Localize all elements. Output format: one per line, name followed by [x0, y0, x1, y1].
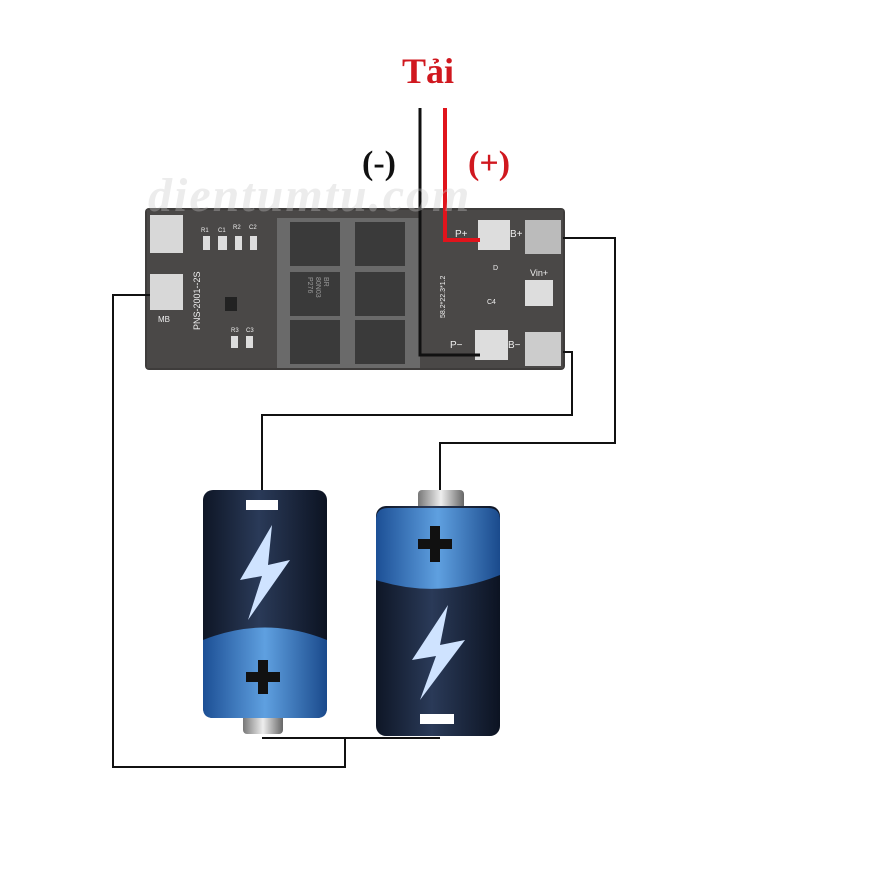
b-minus-wire: [261, 351, 573, 492]
lightning-icon: [412, 605, 465, 700]
b-plus-label: B+: [510, 229, 523, 240]
load-positive-wire: [443, 108, 480, 242]
b-plus-wire: [439, 237, 616, 492]
lightning-icon: [240, 525, 290, 620]
bms-pcb: MB PNS-2001--2S R1 C1 R2 C2 R3 C3 BR 80N…: [145, 208, 565, 370]
component-labels: R1 C1 R2 C2 R3 C3: [201, 225, 257, 334]
load-negative-wire: [418, 108, 480, 357]
wires: [112, 108, 616, 768]
pad-vin-plus: [525, 280, 553, 306]
watermark: dientumtu.com: [148, 169, 472, 222]
negative-label: (-): [362, 145, 396, 182]
mb-label: MB: [158, 315, 170, 324]
minus-icon: [420, 714, 454, 724]
pad-top-left: [150, 215, 183, 253]
c4-label: C4: [487, 299, 496, 306]
pad-p-minus: [475, 330, 508, 360]
load-label: Tải: [402, 51, 455, 91]
r3-label: R3: [231, 328, 239, 334]
minus-icon: [246, 500, 278, 510]
pad-b-minus: [525, 332, 561, 366]
pad-p-plus: [478, 220, 510, 250]
c3-label: C3: [246, 328, 254, 334]
r2-label: R2: [233, 225, 241, 231]
diode-label: D: [493, 265, 498, 272]
r1-label: R1: [201, 228, 209, 234]
positive-label: (+): [468, 145, 511, 182]
pad-b-plus: [525, 220, 561, 254]
resistors: [203, 236, 257, 348]
vin-plus-label: Vin+: [530, 268, 548, 278]
mosfet-marking-1: BR 80N03 P276: [306, 277, 329, 298]
p-plus-label: P+: [455, 229, 468, 240]
pcb-model: PNS-2001--2S: [192, 271, 202, 330]
battery-2: [376, 490, 500, 736]
b-minus-label: B−: [508, 340, 521, 351]
mosfet-lot-code: P276: [306, 277, 313, 293]
mosfet-array: [277, 218, 420, 368]
c2-label: C2: [249, 225, 257, 231]
mosfet-part-number: 80N03: [314, 277, 321, 298]
c1-label: C1: [218, 228, 226, 234]
battery-1: [203, 490, 327, 734]
pad-mb: [150, 274, 183, 310]
pcb-size-code: 58.2*22.3*1.2: [440, 275, 447, 318]
mosfet-brand: BR: [322, 277, 329, 287]
p-minus-label: P−: [450, 340, 463, 351]
mb-wire: [112, 294, 346, 768]
